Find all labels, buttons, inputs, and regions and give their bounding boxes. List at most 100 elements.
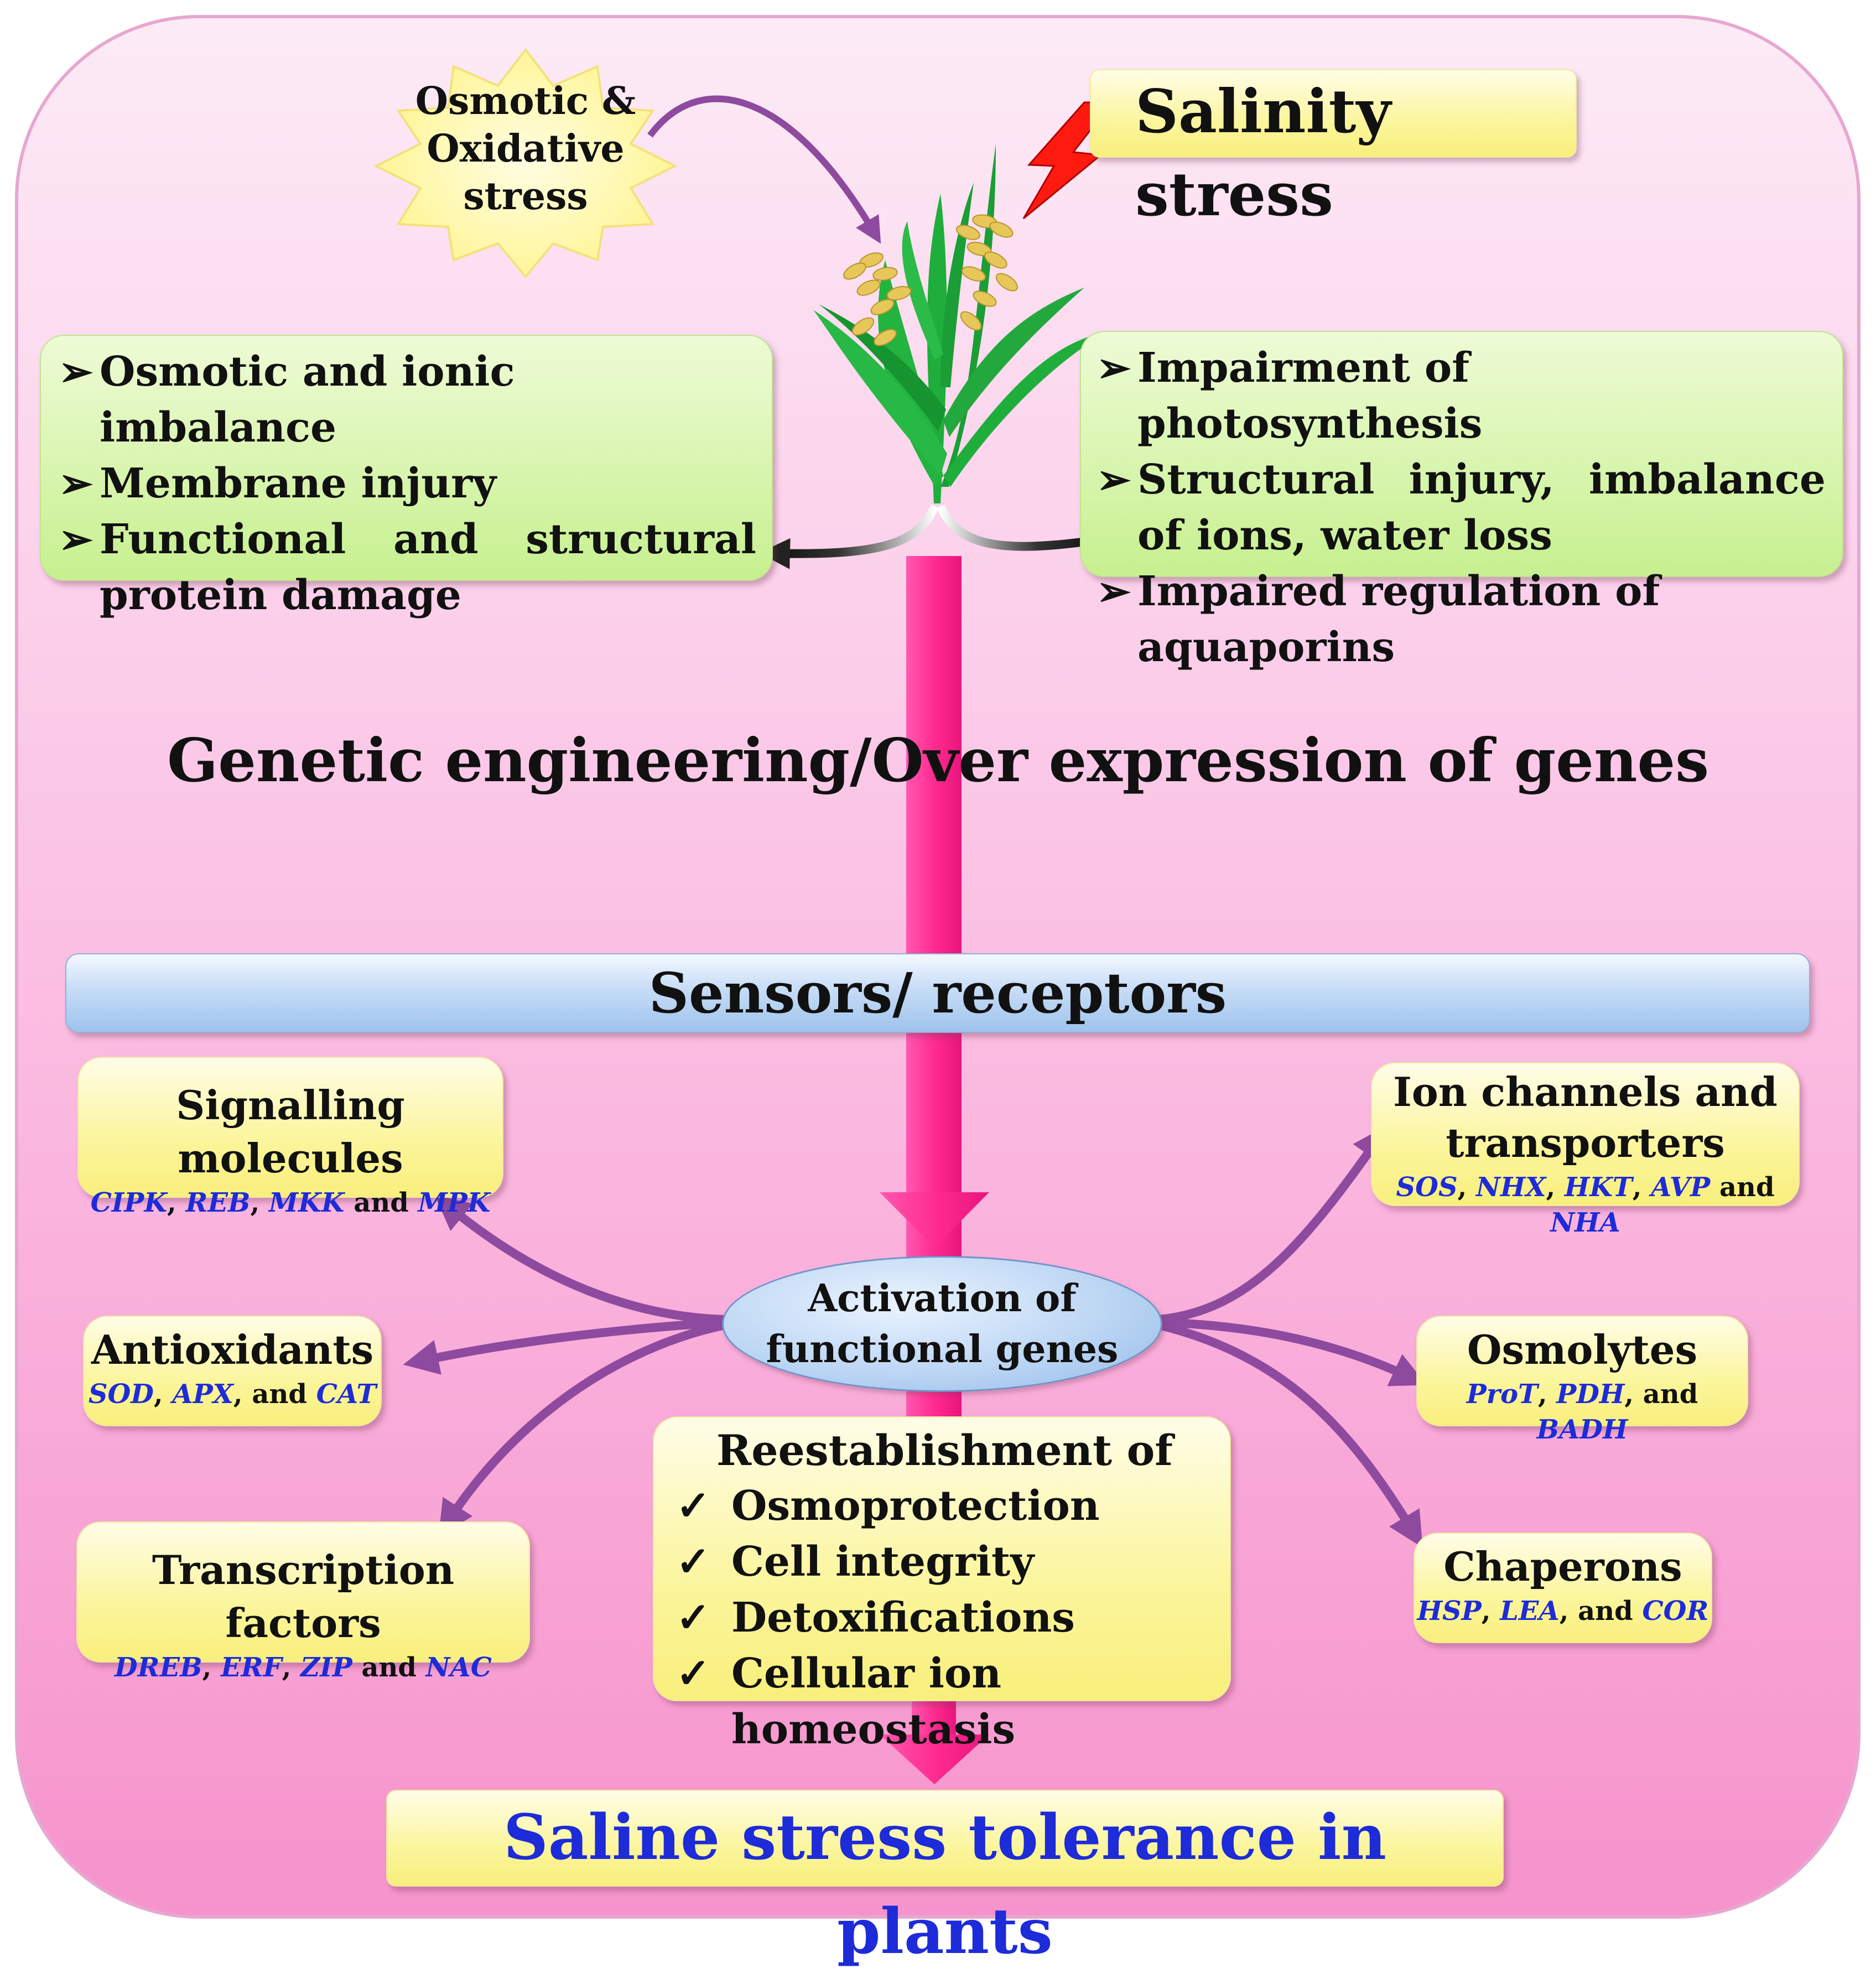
gene-joiner: , xyxy=(1481,1596,1500,1627)
transcription-title: Transcription factors xyxy=(152,1546,455,1646)
salinity-stress-label: Salinity stress xyxy=(1135,77,1391,230)
arrow-to-ion-channels xyxy=(1158,1125,1388,1324)
gene-joiner: and xyxy=(344,1187,418,1218)
burst-line-1: Osmotic & xyxy=(415,79,636,123)
gene-name: CAT xyxy=(316,1379,377,1410)
left-effect-text: Osmotic and ionic imbalance xyxy=(100,348,515,451)
gene-joiner: , and xyxy=(233,1379,316,1410)
antioxidants-genes: SOD, APX, and CAT xyxy=(84,1377,381,1412)
reestablishment-text: Detoxifications xyxy=(731,1594,1075,1642)
gene-name: AVP xyxy=(1651,1172,1711,1203)
right-effect-item: ➢Structural injury, imbalance of ions, w… xyxy=(1097,452,1826,564)
right-effect-item: ➢Impaired regulation of aquaporins xyxy=(1097,564,1826,676)
antioxidants-box: Antioxidants SOD, APX, and CAT xyxy=(83,1316,382,1426)
gene-joiner: , xyxy=(250,1187,269,1218)
diagram-canvas: Osmotic & Oxidative stress Salinity stre… xyxy=(15,15,1861,1968)
gene-name: APX xyxy=(172,1379,233,1410)
right-effect-text: Impairment of photosynthesis xyxy=(1137,344,1483,448)
gene-joiner: , xyxy=(282,1652,301,1683)
right-effect-text: Impaired regulation of aquaporins xyxy=(1137,568,1660,671)
gene-name: COR xyxy=(1642,1596,1709,1627)
genetic-engineering-heading: Genetic engineering/Over expression of g… xyxy=(167,726,1709,796)
arrow-to-antioxidants xyxy=(403,1318,725,1375)
final-arrow-head xyxy=(880,1734,989,1784)
gene-name: NHX xyxy=(1476,1172,1546,1203)
reestablishment-text: Cellular ion homeostasis xyxy=(731,1650,1016,1753)
gene-joiner: and xyxy=(352,1652,426,1683)
activation-line-2: functional genes xyxy=(766,1327,1119,1372)
gene-joiner: and xyxy=(1710,1172,1775,1203)
activation-of-functional-genes-node: Activation of functional genes xyxy=(722,1256,1162,1392)
arrow-bullet-icon: ➢ xyxy=(59,516,93,563)
left-effect-item: ➢Membrane injury xyxy=(59,456,756,512)
gene-name: NAC xyxy=(425,1652,492,1683)
sensors-receptors-bar: Sensors/ receptors xyxy=(65,953,1810,1033)
ion-channels-box: Ion channels and transporters SOS, NHX, … xyxy=(1371,1062,1800,1238)
activation-line-1: Activation of xyxy=(808,1276,1077,1321)
burst-line-3: stress xyxy=(463,174,588,219)
main-arrow-head-upper xyxy=(880,1192,989,1248)
gene-name: HSP xyxy=(1417,1596,1482,1627)
ion-channels-title-line-1: Ion channels and xyxy=(1393,1068,1778,1115)
right-effects-box: ➢Impairment of photosynthesis ➢Structura… xyxy=(1080,331,1843,671)
check-mark-icon: ✓ xyxy=(676,1650,711,1697)
gene-joiner: , xyxy=(167,1187,186,1218)
arrow-bullet-icon: ➢ xyxy=(1097,456,1131,503)
transcription-genes: DREB, ERF, ZIP and NAC xyxy=(77,1650,529,1685)
check-mark-icon: ✓ xyxy=(676,1538,711,1586)
rice-plant-illustration xyxy=(813,144,1106,503)
gene-joiner: , xyxy=(202,1652,221,1683)
signalling-title: Signalling molecules xyxy=(176,1082,405,1182)
plant-to-left-box-arrow xyxy=(759,504,939,569)
osmolytes-title: Osmolytes xyxy=(1467,1326,1698,1373)
antioxidants-title: Antioxidants xyxy=(91,1326,374,1373)
arrow-to-signalling xyxy=(434,1194,725,1324)
reestablishment-box: Reestablishment of ✓Osmoprotection ✓Cell… xyxy=(653,1416,1231,1753)
chaperons-box: Chaperons HSP, LEA, and COR xyxy=(1414,1533,1712,1643)
gene-name: MPK xyxy=(418,1187,491,1218)
gene-name: SOS xyxy=(1396,1172,1458,1203)
left-effect-text: Functional and structural protein damage xyxy=(100,516,756,619)
gene-name: PDH xyxy=(1556,1379,1625,1410)
arrow-to-osmolytes xyxy=(1158,1318,1427,1386)
burst-line-2: Oxidative xyxy=(427,127,625,171)
reestablishment-item: ✓Detoxifications xyxy=(676,1590,1219,1646)
ion-channels-genes: SOS, NHX, HKT, AVP and NHA xyxy=(1372,1170,1799,1240)
right-effects-list: ➢Impairment of photosynthesis ➢Structura… xyxy=(1097,340,1826,676)
right-effect-text: Structural injury, imbalance of ions, wa… xyxy=(1137,456,1826,559)
left-effect-item: ➢Osmotic and ionic imbalance xyxy=(59,344,756,456)
gene-name: ProT xyxy=(1466,1379,1538,1410)
gene-joiner: , and xyxy=(1559,1596,1643,1627)
arrow-bullet-icon: ➢ xyxy=(1097,568,1131,615)
plant-to-right-box-arrow xyxy=(936,504,1116,557)
gene-name: MKK xyxy=(268,1187,345,1218)
gene-joiner: , xyxy=(1457,1172,1477,1203)
gene-joiner: , xyxy=(1537,1379,1557,1410)
signalling-genes: CIPK, REB, MKK and MPK xyxy=(79,1185,502,1220)
reestablishment-list: ✓Osmoprotection ✓Cell integrity ✓Detoxif… xyxy=(671,1478,1219,1758)
left-effects-box: ➢Osmotic and ionic imbalance ➢Membrane i… xyxy=(40,335,773,619)
burst-to-plant-arrow xyxy=(647,95,881,244)
gene-joiner: , xyxy=(153,1379,173,1410)
reestablishment-item: ✓ Osmoprotection xyxy=(676,1478,1219,1534)
gene-name: CIPK xyxy=(90,1187,168,1218)
reestablishment-text: Osmoprotection xyxy=(731,1482,1100,1530)
arrow-bullet-icon: ➢ xyxy=(59,348,93,396)
left-effects-list: ➢Osmotic and ionic imbalance ➢Membrane i… xyxy=(59,344,756,624)
arrow-to-chaperons xyxy=(1158,1321,1423,1548)
starburst-shape xyxy=(373,48,678,279)
chaperons-title: Chaperons xyxy=(1443,1543,1682,1590)
gene-name: DREB xyxy=(115,1652,202,1683)
outcome-label: Saline stress tolerance in plants xyxy=(503,1801,1387,1968)
gene-name: ERF xyxy=(221,1652,282,1683)
check-mark-icon: ✓ xyxy=(676,1482,711,1530)
chaperons-genes: HSP, LEA, and COR xyxy=(1415,1593,1711,1629)
lightning-bolt-icon xyxy=(1022,101,1114,220)
osmolytes-box: Osmolytes ProT, PDH, and BADH xyxy=(1416,1316,1748,1445)
osmotic-oxidative-stress-label: Osmotic & Oxidative stress xyxy=(387,77,664,220)
reestablishment-item: ✓ Cellular ion homeostasis xyxy=(676,1646,1219,1758)
arrow-bullet-icon: ➢ xyxy=(59,460,93,507)
gene-name: NHA xyxy=(1550,1207,1620,1238)
saline-stress-tolerance-box: Saline stress tolerance in plants xyxy=(386,1790,1504,1968)
left-effect-text: Membrane injury xyxy=(100,460,497,507)
